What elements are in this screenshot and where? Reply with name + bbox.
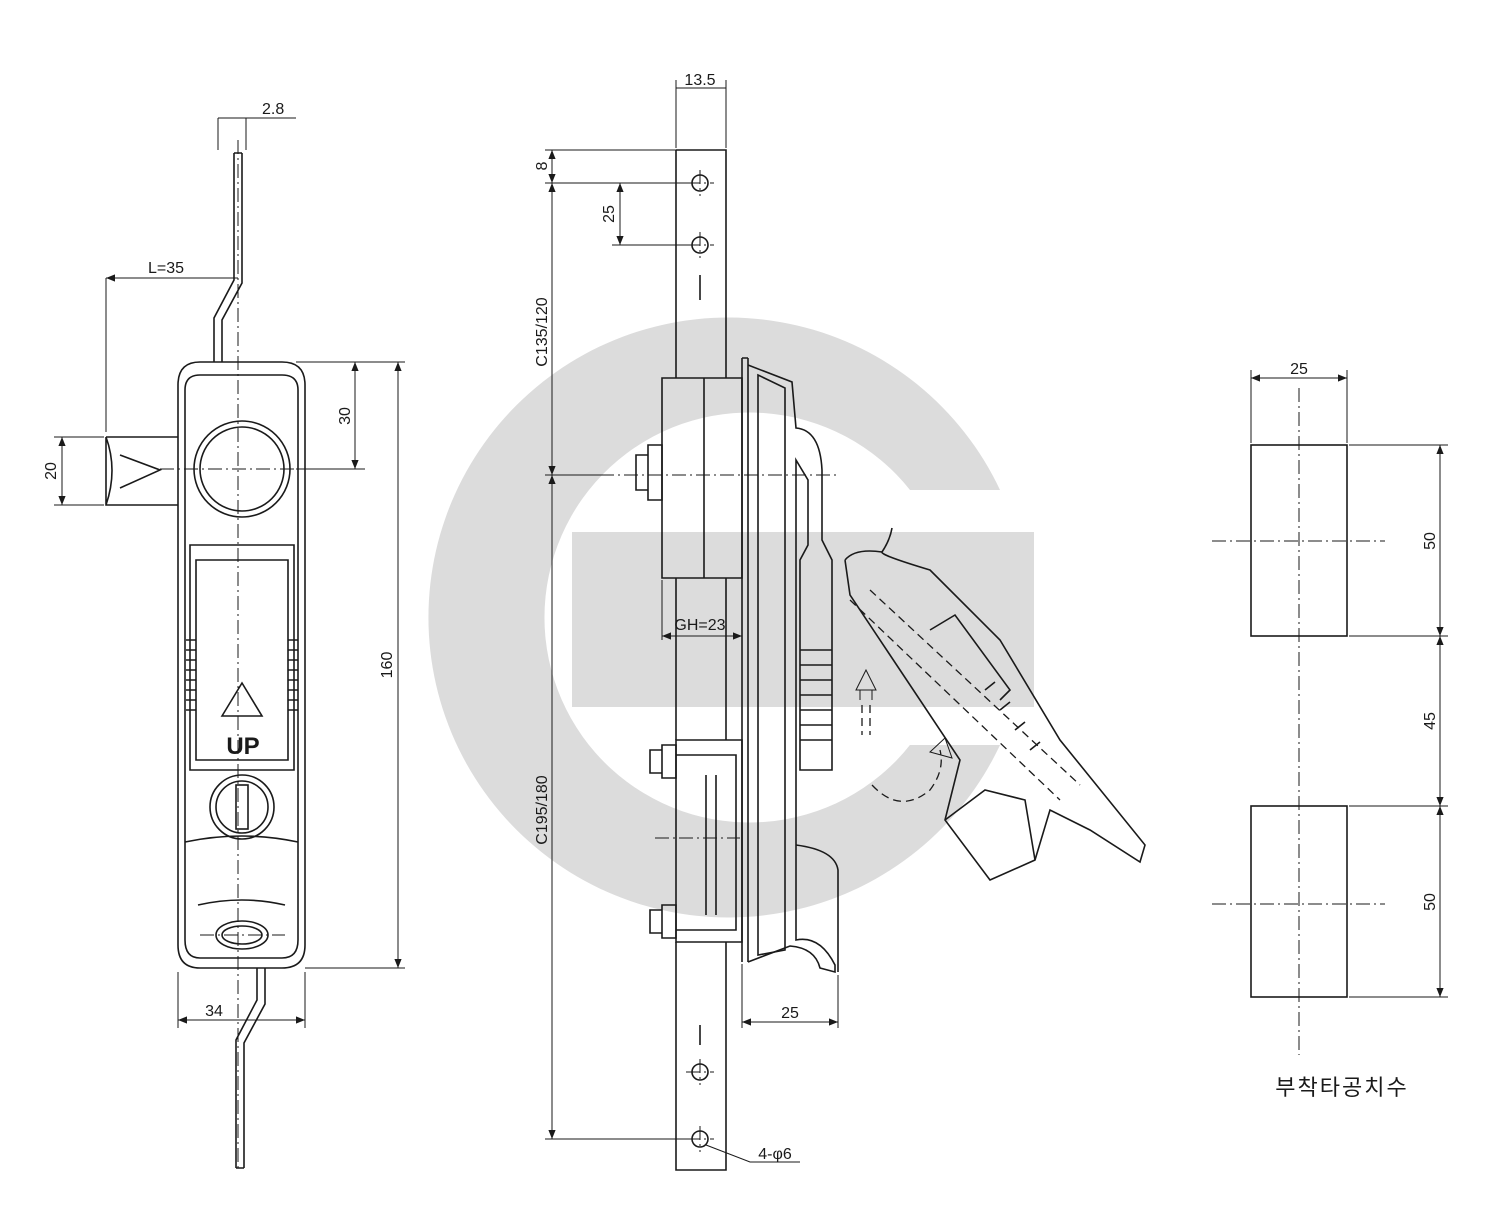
- dim-button-offset: 30: [337, 407, 354, 425]
- dim-rod-thickness: 2.8: [262, 101, 284, 118]
- dim-top-offset: 8: [534, 161, 551, 170]
- dim-total-height: 160: [379, 652, 396, 679]
- cutout-view: 25 50 45 50 부착타공치수: [1212, 361, 1448, 1101]
- dim-width: 34: [205, 1003, 223, 1020]
- cutout-dim-width: 25: [1290, 361, 1308, 378]
- dim-grip-height: GH=23: [674, 617, 725, 634]
- dim-tongue-height: 20: [43, 462, 60, 480]
- dim-upper-rod: C135/120: [534, 297, 551, 366]
- dim-rod-width: 13.5: [684, 72, 715, 89]
- cutout-dim-lower: 50: [1422, 893, 1439, 911]
- front-view: UP 2.8 L=35 20 30 160 34: [43, 101, 405, 1170]
- dim-offset-l: L=35: [148, 260, 184, 277]
- dim-depth: 25: [781, 1005, 799, 1022]
- dim-holes: 4-φ6: [758, 1146, 792, 1163]
- dim-lower-rod: C195/180: [534, 775, 551, 844]
- handle-up-label: UP: [226, 733, 259, 760]
- watermark-logo: [428, 317, 1034, 918]
- cutout-dim-gap: 45: [1422, 712, 1439, 730]
- dim-hole-pitch: 25: [601, 205, 618, 223]
- side-view: 13.5 8 25 C135/120 C195/180 GH=23 25 4-φ…: [534, 72, 1146, 1171]
- cutout-dim-upper: 50: [1422, 532, 1439, 550]
- cutout-caption: 부착타공치수: [1275, 1076, 1408, 1101]
